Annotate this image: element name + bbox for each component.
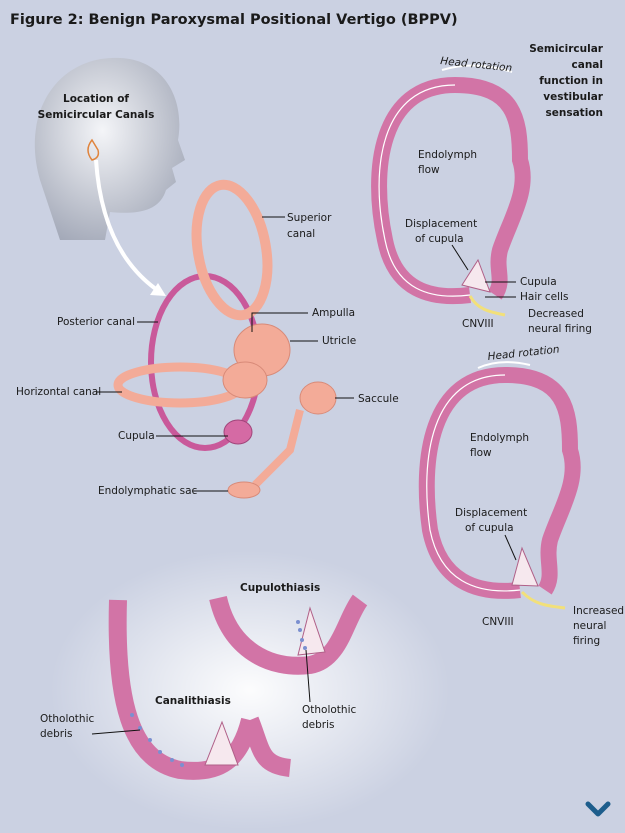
heading-line: canal [572, 59, 603, 71]
label-canalithiasis: Canalithiasis [155, 695, 231, 707]
bottom-displacement-1: Displacement [455, 507, 527, 519]
ear-canal-icon [87, 138, 100, 161]
bottom-endolymph-flow-1: Endolymph [470, 432, 529, 444]
cupula-shape [461, 258, 491, 293]
head-rotation-arrow [477, 361, 531, 369]
top-head-rotation: Head rotation [440, 55, 513, 74]
top-firing-1: Decreased [528, 308, 584, 320]
label-saccule: Saccule [358, 393, 399, 405]
cupulothiasis-illustration [209, 594, 368, 675]
heading-line: function in [539, 75, 603, 87]
bottom-firing-3: firing [573, 635, 600, 647]
bottom-head-rotation: Head rotation [487, 344, 560, 363]
label-debris-left-1: Otholothic [40, 713, 94, 725]
top-hair-cells: Hair cells [520, 291, 568, 303]
cupula-shape [511, 546, 539, 587]
bottom-endolymph-flow-2: flow [470, 447, 492, 459]
location-arrowhead [150, 283, 166, 296]
nerve-arrow [468, 295, 506, 317]
inner-ear-illustration [113, 179, 337, 499]
head-label-line1: Location of [63, 93, 129, 105]
heading-line: vestibular [543, 91, 604, 103]
label-ampulla: Ampulla [312, 307, 355, 319]
top-cnviii: CNVIII [462, 318, 494, 330]
head-rotation-arrow [441, 64, 513, 73]
top-endolymph-flow-1: Endolymph [418, 149, 477, 161]
location-arrow [94, 159, 162, 294]
figure-title: Figure 2: Benign Paroxysmal Positional V… [10, 12, 458, 28]
canalithiasis-illustration [108, 599, 292, 780]
top-displacement-2: of cupula [415, 233, 464, 245]
bottom-cnviii: CNVIII [482, 616, 514, 628]
label-cupula: Cupula [118, 430, 155, 442]
chevron-down-icon[interactable] [585, 801, 611, 817]
canal-diagram-top [371, 64, 531, 317]
label-superior-canal-2: canal [287, 228, 315, 240]
label-posterior-canal: Posterior canal [57, 316, 135, 328]
function-heading: Semicircular canal function in vestibula… [529, 43, 604, 119]
label-cupulothiasis: Cupulothiasis [240, 582, 320, 594]
label-superior-canal-1: Superior [287, 212, 332, 224]
label-debris-right-2: debris [302, 719, 335, 731]
heading-line: sensation [546, 107, 604, 119]
top-endolymph-flow-2: flow [418, 164, 440, 176]
bottom-displacement-2: of cupula [465, 522, 514, 534]
nerve-arrow [520, 590, 566, 610]
label-debris-left-2: debris [40, 728, 73, 740]
canal-diagram-bottom [418, 361, 581, 610]
head-illustration [34, 57, 185, 240]
bottom-firing-1: Increased [573, 605, 624, 617]
top-displacement-1: Displacement [405, 218, 477, 230]
label-horizontal-canal: Horizontal canal [16, 386, 101, 398]
heading-line: Semicircular [529, 43, 604, 55]
top-firing-2: neural firing [528, 323, 592, 335]
bottom-firing-2: neural [573, 620, 606, 632]
label-utricle: Utricle [322, 335, 356, 347]
top-cupula: Cupula [520, 276, 557, 288]
head-label-line2: Semicircular Canals [38, 109, 155, 121]
label-debris-right-1: Otholothic [302, 704, 356, 716]
label-endolymphatic-sac: Endolymphatic sac [98, 485, 198, 497]
